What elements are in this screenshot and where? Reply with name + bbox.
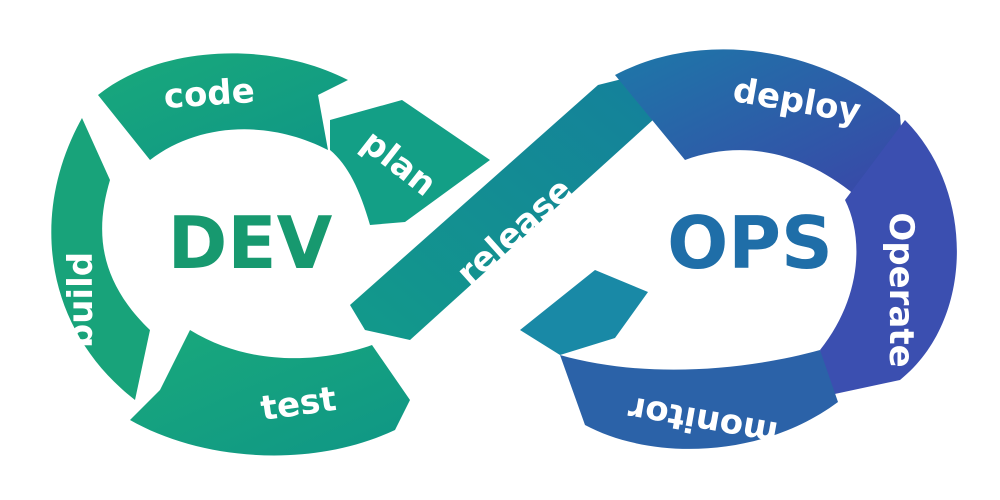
stage-monitor-segment [560, 350, 838, 449]
ops-title: OPS [667, 201, 833, 285]
stage-code-segment [98, 53, 348, 161]
stage-build-label: build [61, 252, 101, 348]
stage-operate-segment [820, 120, 957, 395]
stage-build-segment [51, 118, 150, 400]
stage-operate-label: Operate [881, 212, 921, 367]
stage-test-segment [130, 330, 410, 456]
stage-plan-segment [330, 100, 490, 225]
stage-release-segment [350, 72, 675, 340]
return-arrow-segment [520, 270, 648, 355]
stage-deploy-segment [615, 49, 905, 195]
dev-title: DEV [168, 201, 333, 285]
stage-code-label: code [162, 71, 255, 117]
